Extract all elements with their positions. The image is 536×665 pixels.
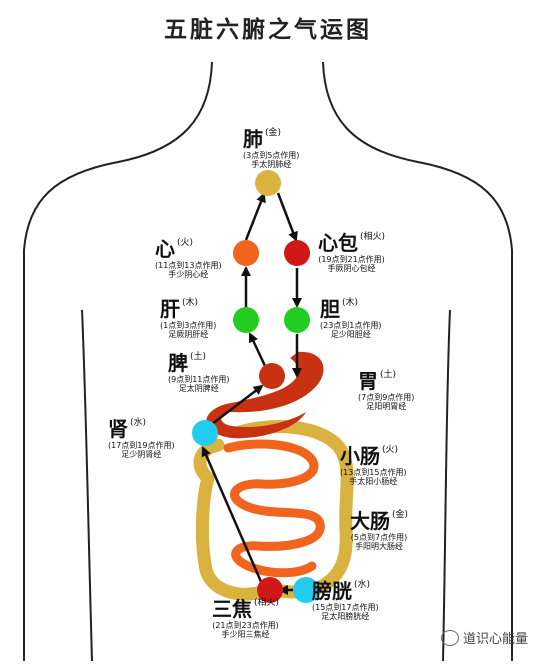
- organ-label-9: 大肠(金) (5点到7点作用)手阳明大肠经: [350, 509, 409, 552]
- organ-label-4: 胆(木) (23点到1点作用)足少阳胆经: [320, 297, 382, 340]
- organ-element: (土): [380, 370, 397, 380]
- right-arm-line: [442, 309, 451, 662]
- organ-name: 膀胱: [312, 579, 352, 603]
- organ-time: (17点到19点作用): [108, 441, 175, 450]
- organ-meridian: 手太阴肺经: [251, 160, 292, 170]
- organ-label-3: 肝(木) (1点到3点作用)足厥阴肝经: [160, 297, 217, 340]
- watermark: 道识心能量: [440, 628, 528, 647]
- chat-bubble-icon: [440, 629, 459, 646]
- organ-time: (19点到21点作用): [318, 255, 385, 264]
- organ-label-2: 心包(相火) (19点到21点作用)手厥阴心包经: [318, 231, 386, 274]
- organ-node-3: [233, 307, 259, 333]
- organ-element: (金): [265, 128, 282, 138]
- organ-name: 三焦: [212, 597, 252, 621]
- organ-name: 心包: [318, 231, 358, 255]
- stomach-shape: [206, 351, 324, 439]
- organ-node-10: [293, 577, 319, 603]
- organ-time: (1点到3点作用): [160, 321, 217, 330]
- organ-meridian: 手少阴心经: [168, 270, 209, 280]
- organ-element: (木): [182, 298, 199, 308]
- organ-label-11: 三焦(相火) (21点到23点作用)手少阳三焦经: [212, 597, 280, 640]
- organ-time: (9点到11点作用): [168, 375, 230, 384]
- organ-name: 胃: [358, 369, 378, 393]
- organ-element: (相火): [360, 232, 386, 242]
- organ-node-5: [259, 363, 285, 389]
- organ-meridian: 足太阳膀胱经: [321, 612, 370, 622]
- organ-name: 肾: [108, 417, 128, 441]
- diagram-title: 五脏六腑之气运图: [164, 17, 372, 43]
- organ-node-11: [257, 577, 283, 603]
- organ-name: 肺: [243, 127, 263, 151]
- organ-element: (木): [342, 298, 359, 308]
- organ-element: (火): [177, 238, 194, 248]
- organ-name: 胆: [320, 297, 340, 321]
- organ-label-1: 心(火) (11点到13点作用)手少阴心经: [155, 237, 222, 280]
- organ-element: (水): [354, 580, 371, 590]
- organ-element: (土): [190, 352, 207, 362]
- organ-meridian: 足少阴肾经: [121, 450, 162, 460]
- organ-time: (3点到5点作用): [243, 151, 300, 160]
- organ-label-5: 脾(土) (9点到11点作用)足太阴脾经: [168, 351, 230, 394]
- organ-meridian: 足阳明胃经: [366, 402, 407, 412]
- organ-meridian: 手太阳小肠经: [349, 477, 398, 487]
- organ-meridian: 手少阳三焦经: [221, 630, 270, 640]
- organ-time: (5点到7点作用): [350, 533, 408, 542]
- organ-time: (15点到17点作用): [312, 603, 379, 612]
- organ-element: (金): [392, 510, 409, 520]
- organ-name: 大肠: [350, 509, 390, 533]
- organ-time: (7点到9点作用): [358, 393, 415, 402]
- organ-node-7: [192, 420, 218, 446]
- body-outline: [23, 61, 513, 661]
- flow-arrow-2: [276, 192, 298, 242]
- organ-element: (水): [130, 418, 147, 428]
- organ-time: (11点到13点作用): [155, 261, 222, 270]
- organ-node-4: [284, 307, 310, 333]
- organ-name: 脾: [168, 351, 188, 375]
- organ-time: (21点到23点作用): [212, 621, 279, 630]
- organ-meridian: 手阳明大肠经: [355, 542, 404, 552]
- flow-arrow-7: [211, 384, 264, 425]
- organ-label-6: 胃(土) (7点到9点作用)足阳明胃经: [358, 369, 415, 412]
- organ-label-0: 肺(金) (3点到5点作用)手太阴肺经: [243, 127, 300, 170]
- organ-node-0: [255, 170, 281, 196]
- organ-node-1: [233, 240, 259, 266]
- organ-name: 小肠: [340, 444, 380, 468]
- organ-label-8: 小肠(火) (13点到15点作用)手太阳小肠经: [340, 444, 407, 487]
- organ-time: (13点到15点作用): [340, 468, 407, 477]
- flow-arrow-1: [244, 192, 266, 241]
- organ-element: (火): [382, 445, 399, 455]
- flow-arrow-6: [248, 332, 268, 369]
- organ-node-2: [284, 240, 310, 266]
- organ-label-10: 膀胱(水) (15点到17点作用)足太阳膀胱经: [312, 579, 379, 622]
- small-intestine-shape: [223, 439, 325, 578]
- organ-time: (23点到1点作用): [320, 321, 382, 330]
- organ-name: 心: [155, 237, 175, 261]
- organ-meridian: 手厥阴心包经: [327, 264, 376, 274]
- organ-element: (相火): [254, 598, 280, 608]
- organ-meridian: 足太阴脾经: [178, 384, 219, 394]
- organ-meridian: 足少阳胆经: [330, 330, 371, 340]
- organ-name: 肝: [160, 297, 180, 321]
- organ-meridian: 足厥阴肝经: [168, 330, 209, 340]
- left-arm-line: [81, 309, 93, 662]
- organ-label-7: 肾(水) (17点到19点作用)足少阴肾经: [108, 417, 175, 460]
- flow-arrow-8: [201, 446, 264, 585]
- watermark-text: 道识心能量: [462, 632, 528, 647]
